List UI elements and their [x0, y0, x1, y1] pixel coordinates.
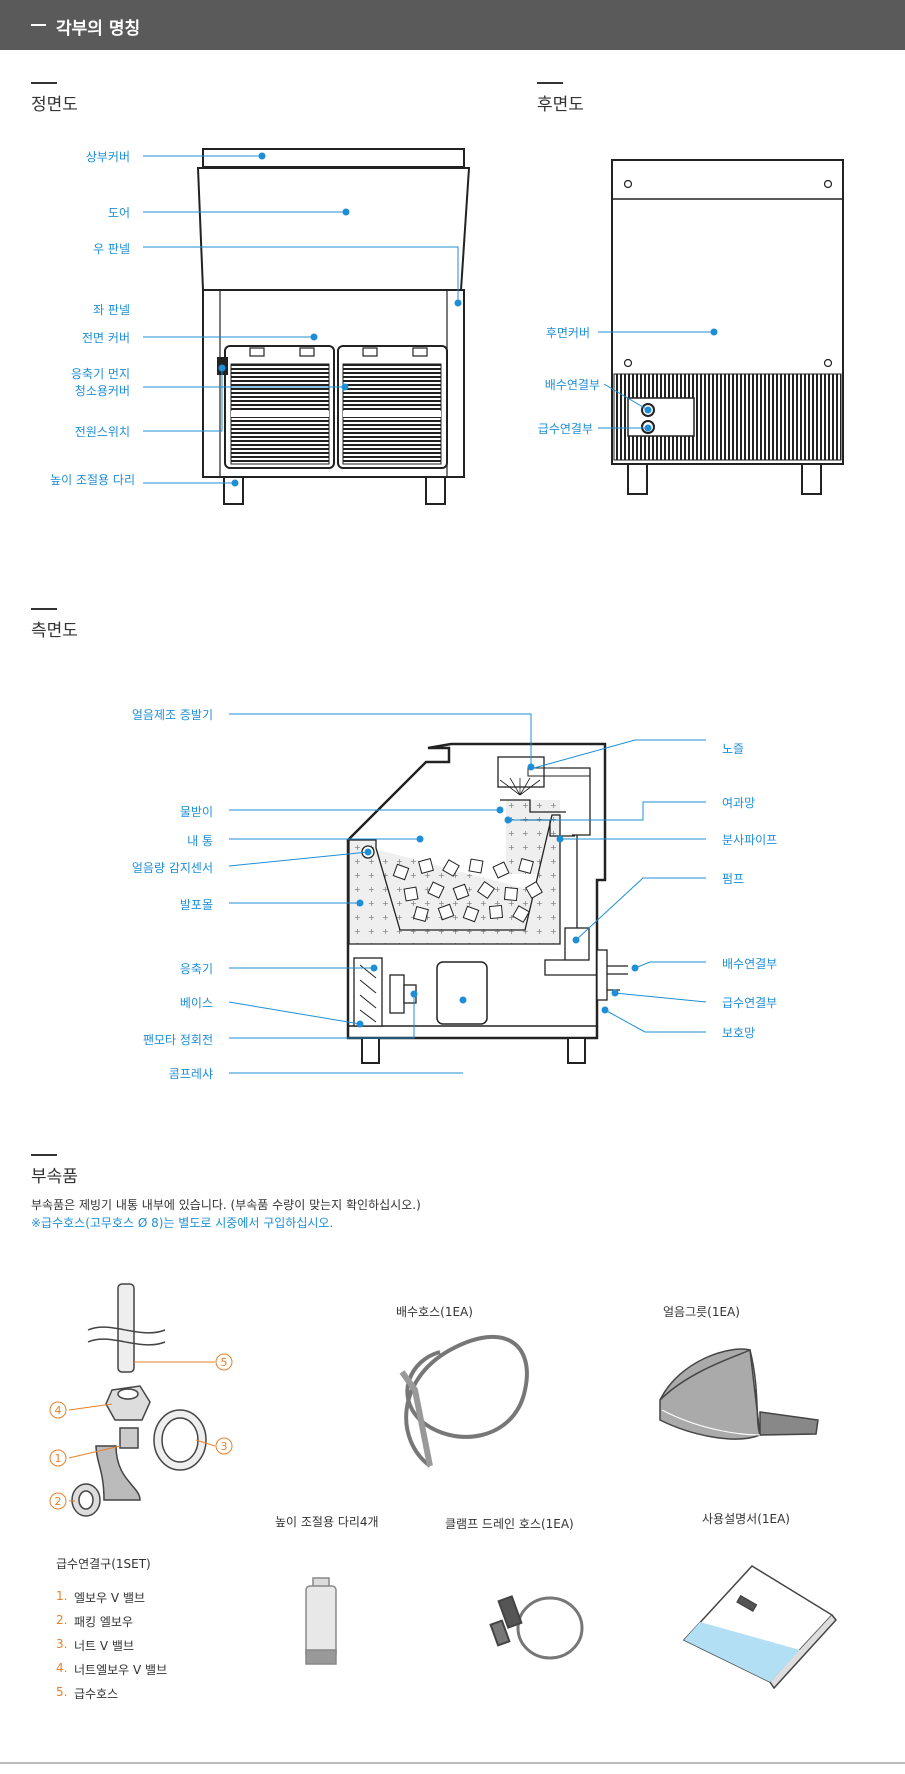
kit-item-number: 3. [56, 1637, 68, 1651]
callout-circle [49, 1449, 67, 1467]
front-label-left-panel: 좌 판넬 [93, 303, 130, 317]
kit-item: 4. 너트엘보우 V 밸브 [56, 1661, 167, 1685]
side-label-water-supply: 급수연결부 [722, 996, 778, 1010]
front-label-leg: 높이 조절용 다리 [50, 473, 135, 487]
kit-title: 급수연결구(1SET) [56, 1557, 151, 1571]
kit-item-text: 너트 V 밸브 [74, 1639, 134, 1653]
kit-item-text: 급수호스 [74, 1687, 119, 1701]
callout-number: 3 [221, 1440, 228, 1453]
bottom-divider [0, 1762, 905, 1764]
caption-legs: 높이 조절용 다리4개 [275, 1515, 379, 1529]
callout-circle [49, 1401, 67, 1419]
side-label-condenser: 응축기 [179, 962, 213, 976]
caption-ice-scoop: 얼음그릇(1EA) [663, 1305, 740, 1319]
side-label-base: 베이스 [179, 996, 213, 1010]
drain-hose-drawing [399, 1334, 529, 1468]
callout-number: 1 [55, 1452, 62, 1465]
rear-title: 후면도 [537, 95, 584, 115]
accessories-note: ※급수호스(고무호스 Ø 8)는 별도로 시중에서 구입하십시오. [31, 1216, 334, 1230]
side-label-inner-tank: 내 통 [187, 834, 213, 848]
front-label-door: 도어 [107, 206, 130, 220]
rear-title-line [537, 82, 563, 84]
header-dash [31, 24, 46, 26]
rear-leader-dots [644, 328, 718, 432]
rear-label-drain: 배수연결부 [544, 378, 600, 392]
side-label-ice-sensor: 얼음량 감지센서 [131, 861, 213, 875]
front-leaders [143, 155, 459, 484]
callout-circle [215, 1437, 233, 1455]
clamp-hose-drawing [489, 1595, 584, 1660]
section-header: 각부의 명칭 [0, 0, 905, 50]
front-leader-dots [218, 152, 462, 487]
side-label-nozzle: 노즐 [722, 742, 745, 756]
front-label-cleaning-cover: 청소용커버 [74, 384, 130, 398]
front-label-front-cover: 전면 커버 [82, 331, 130, 345]
callout-number: 2 [55, 1495, 62, 1508]
rear-label-rear-cover: 후면커버 [545, 326, 590, 340]
callout-number: 4 [55, 1404, 62, 1417]
caption-clamp-hose: 클램프 드레인 호스(1EA) [445, 1517, 574, 1531]
callout-circle [49, 1492, 67, 1510]
side-label-water-tray: 물받이 [179, 805, 213, 819]
accessories-title-line [31, 1154, 57, 1156]
accessories-desc: 부속품은 제빙기 내통 내부에 있습니다. (부속품 수량이 맞는지 확인하십시… [31, 1198, 421, 1212]
side-title-line [31, 608, 57, 610]
water-kit-drawing [71, 1283, 207, 1517]
side-label-compressor: 콤프레샤 [168, 1067, 213, 1081]
kit-item-number: 5. [56, 1685, 68, 1699]
side-view-drawing [346, 742, 628, 1064]
side-label-filter: 여과망 [722, 796, 756, 810]
header-title: 각부의 명칭 [56, 19, 141, 39]
leg-drawing [305, 1577, 337, 1665]
front-label-power-switch: 전원스위치 [74, 425, 130, 439]
rear-view-drawing [611, 159, 844, 495]
side-label-spray-pipe: 분사파이프 [722, 833, 778, 847]
side-label-drain: 배수연결부 [722, 957, 778, 971]
kit-item-number: 4. [56, 1661, 68, 1675]
callout-circle [215, 1353, 233, 1371]
side-title: 측면도 [31, 621, 78, 641]
side-label-foam: 발포몰 [179, 898, 213, 912]
callout-number: 5 [221, 1356, 228, 1369]
rear-label-water-supply: 급수연결부 [537, 422, 593, 436]
kit-list: 1. 엘보우 V 밸브 2. 패킹 엘보우 3. 너트 V 밸브 4. 너트엘보우 V … [56, 1589, 167, 1709]
caption-drain-hose: 배수호스(1EA) [396, 1305, 473, 1319]
rear-leaders [598, 331, 714, 429]
side-label-fan-motor: 팬모타 정회전 [142, 1033, 213, 1047]
side-leader-dots [356, 763, 639, 1028]
accessories-title: 부속품 [31, 1167, 78, 1187]
front-view-drawing [196, 148, 471, 505]
front-title: 정면도 [31, 95, 78, 115]
kit-item: 1. 엘보우 V 밸브 [56, 1589, 167, 1613]
water-kit-callout-leaders [68, 1361, 216, 1502]
kit-item: 3. 너트 V 밸브 [56, 1637, 167, 1661]
kit-item-number: 1. [56, 1589, 68, 1603]
front-label-top-cover: 상부커버 [85, 150, 130, 164]
front-title-line [31, 82, 57, 84]
kit-item-number: 2. [56, 1613, 68, 1627]
kit-item: 2. 패킹 엘보우 [56, 1613, 167, 1637]
kit-item-text: 너트엘보우 V 밸브 [74, 1663, 168, 1677]
water-kit-callouts [49, 1353, 233, 1510]
kit-item-text: 패킹 엘보우 [74, 1615, 134, 1629]
kit-item: 5. 급수호스 [56, 1685, 167, 1709]
side-label-guard-net: 보호망 [722, 1026, 756, 1040]
front-label-condenser-dust: 응축기 먼지 [70, 367, 130, 381]
ice-scoop-drawing [659, 1348, 819, 1440]
caption-manual: 사용설명서(1EA) [702, 1512, 790, 1526]
kit-item-text: 엘보우 V 밸브 [74, 1591, 146, 1605]
side-label-pump: 펌프 [722, 872, 745, 886]
side-label-evaporator: 얼음제조 증발기 [131, 708, 213, 722]
front-label-right-panel: 우 판넬 [93, 242, 130, 256]
manual-drawing [682, 1565, 837, 1690]
water-kit-callout-numbers: 5 4 3 1 2 [55, 1356, 228, 1508]
side-leaders [228, 713, 707, 1074]
